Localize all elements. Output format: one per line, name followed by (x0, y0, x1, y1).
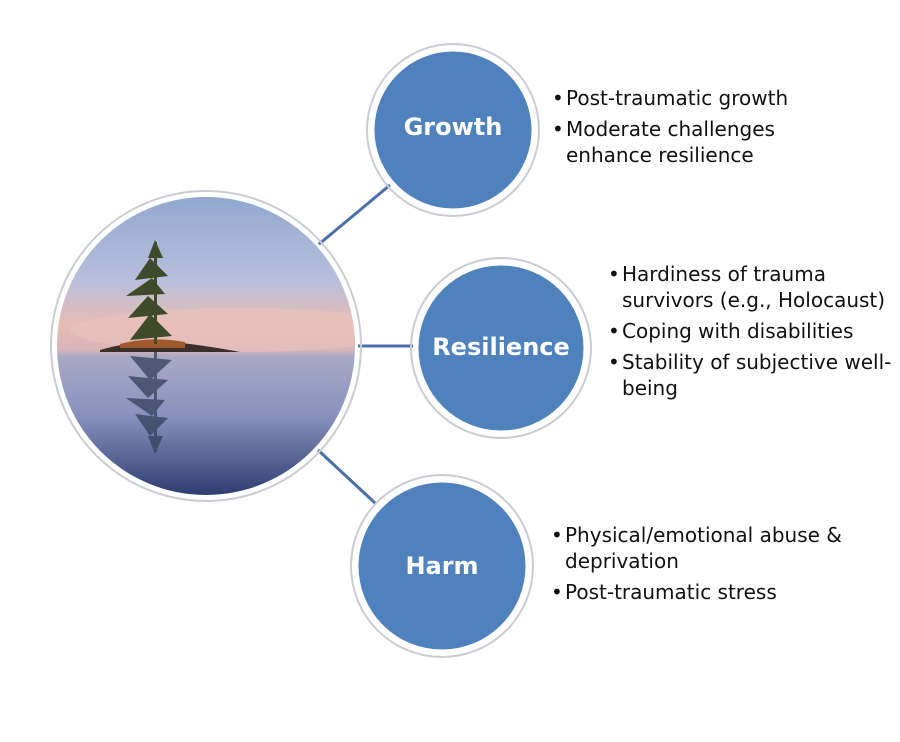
harm-label: Harm (405, 552, 478, 580)
list-item: Moderate challenges enhance resilience (552, 116, 852, 168)
list-item: Post-traumatic stress (551, 579, 851, 605)
central-photo (50, 190, 362, 502)
list-item: Physical/emotional abuse & deprivation (551, 522, 851, 574)
growth-bullet-list: Post-traumatic growth Moderate challenge… (552, 85, 852, 173)
connector-growth (317, 183, 391, 247)
growth-node: Growth (366, 43, 540, 217)
harm-node: Harm (350, 474, 534, 658)
harm-bullet-list: Physical/emotional abuse & deprivation P… (551, 522, 851, 610)
resilience-node: Resilience (410, 257, 592, 439)
growth-label: Growth (404, 113, 503, 141)
list-item: Hardiness of trauma survivors (e.g., Hol… (608, 261, 898, 313)
resilience-label: Resilience (432, 333, 570, 361)
list-item: Stability of subjective well-being (608, 349, 898, 401)
list-item: Post-traumatic growth (552, 85, 852, 111)
list-item: Coping with disabilities (608, 318, 898, 344)
resilience-bullet-list: Hardiness of trauma survivors (e.g., Hol… (608, 261, 898, 406)
connector-harm (316, 448, 377, 505)
